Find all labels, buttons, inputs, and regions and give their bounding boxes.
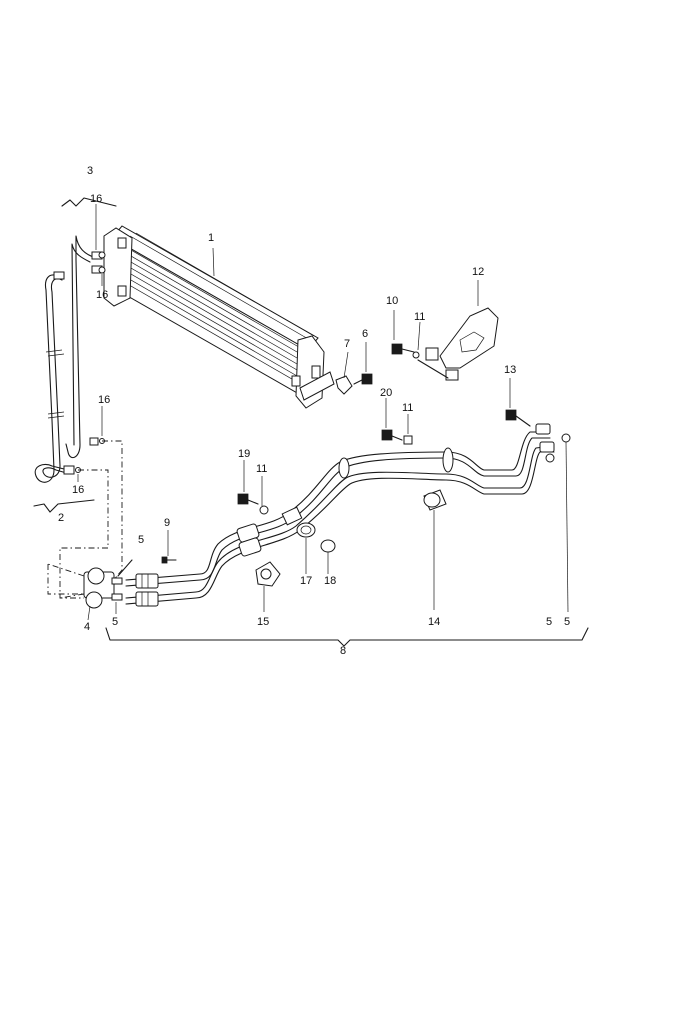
valve-block: [83, 559, 133, 609]
callout-5-c: 5: [546, 616, 552, 628]
callout-1: 1: [208, 232, 214, 244]
callout-6: 6: [362, 328, 368, 340]
callout-7: 7: [344, 338, 350, 350]
fasteners: [98, 251, 531, 587]
callout-5-d: 5: [564, 616, 570, 628]
oil-cooler-radiator: [103, 225, 335, 409]
callout-8: 8: [340, 645, 346, 657]
callout-16-a: 16: [90, 193, 102, 205]
cooler-hose-assembly: [125, 423, 571, 607]
callout-16-b: 16: [96, 289, 108, 301]
callout-11-c: 11: [256, 463, 267, 475]
callout-13: 13: [504, 364, 516, 376]
callout-16-c: 16: [98, 394, 110, 406]
callout-16-d: 16: [72, 484, 84, 496]
callout-4: 4: [84, 621, 90, 633]
callout-19: 19: [238, 448, 250, 460]
connection-lines: [47, 440, 123, 599]
callout-11-a: 11: [414, 311, 425, 323]
cooler-bracket: [417, 307, 499, 381]
callout-18: 18: [324, 575, 336, 587]
callout-2: 2: [58, 512, 64, 524]
callout-5-a: 5: [138, 534, 144, 546]
callout-20: 20: [380, 387, 392, 399]
callout-labels: 1 2 3 4 5 5 5 5 6 7 8 9 10 11 11 11 12 1…: [58, 165, 570, 657]
callout-5-b: 5: [112, 616, 118, 628]
callout-3: 3: [87, 165, 93, 177]
callout-9: 9: [164, 517, 170, 529]
callout-12: 12: [472, 266, 484, 278]
callout-14: 14: [428, 616, 440, 628]
leader-lines: [77, 204, 589, 647]
callout-10: 10: [386, 295, 398, 307]
callout-11-b: 11: [402, 402, 413, 414]
callout-15: 15: [257, 616, 269, 628]
callout-17: 17: [300, 575, 312, 587]
